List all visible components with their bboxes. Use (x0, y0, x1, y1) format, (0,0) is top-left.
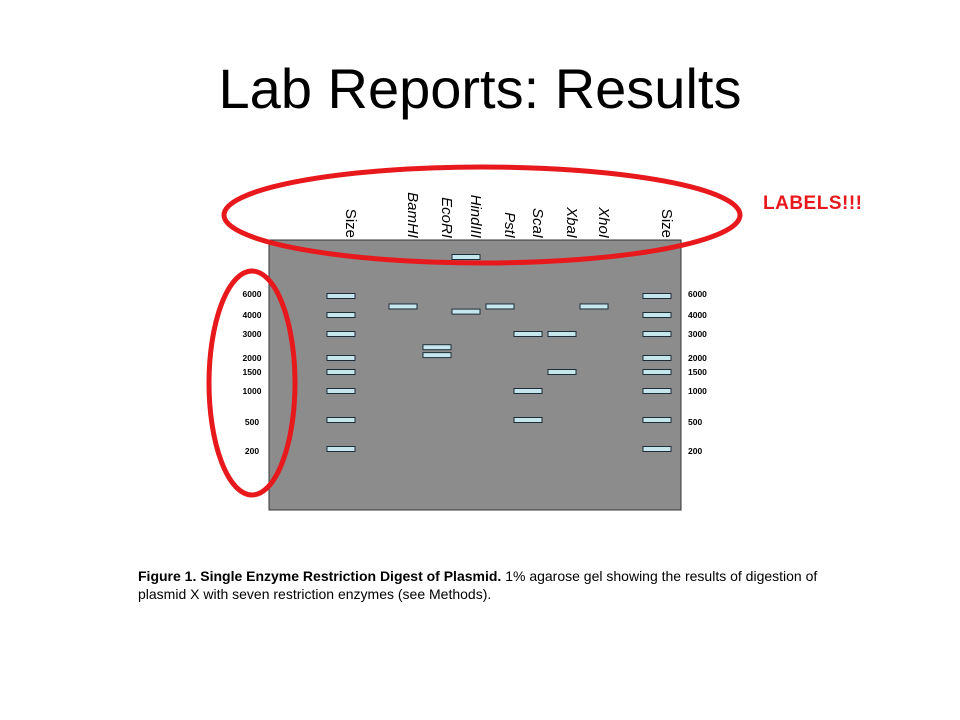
right-marker-label: 4000 (688, 310, 707, 320)
band-ecori (422, 344, 452, 351)
lane-label-scai: ScaI (529, 208, 546, 238)
band-scai (513, 388, 543, 394)
band-size_right (642, 293, 672, 299)
left-marker-label: 1500 (243, 367, 262, 377)
band-size_right (642, 312, 672, 318)
slide-title: Lab Reports: Results (218, 57, 742, 120)
band-size (326, 369, 356, 375)
band-size (326, 417, 356, 423)
band-scai (513, 417, 543, 423)
lane-labels: Size BamHI EcoRI HindIII PstI ScaI XbaI XhoI Siz… (342, 192, 675, 238)
right-marker-label: 2000 (688, 353, 707, 363)
left-marker-label: 6000 (243, 289, 262, 299)
band-size (326, 293, 356, 299)
band-size_right (642, 388, 672, 394)
lane-label-size: Size (658, 209, 675, 238)
left-marker-labels: 6000 4000 3000 2000 1500 1000 500 200 (243, 289, 262, 456)
gel-bands (326, 254, 672, 452)
band-ecori (422, 352, 452, 359)
labels-callout: LABELS!!! (763, 193, 863, 214)
band-size (326, 331, 356, 337)
right-marker-label: 3000 (688, 329, 707, 339)
lane-label-xbai: XbaI (563, 206, 580, 238)
marker-highlight-ellipse (206, 268, 298, 498)
band-bamhi (388, 303, 418, 310)
band-size_right (642, 331, 672, 337)
right-marker-label: 200 (688, 446, 702, 456)
band-size (326, 388, 356, 394)
band-size_right (642, 446, 672, 452)
band-hindiii (451, 308, 481, 315)
band-scai (513, 331, 543, 337)
left-marker-label: 4000 (243, 310, 262, 320)
band-size (326, 446, 356, 452)
right-marker-label: 6000 (688, 289, 707, 299)
left-marker-label: 1000 (243, 386, 262, 396)
right-marker-labels: 6000 4000 3000 2000 1500 1000 500 200 (688, 289, 707, 456)
left-marker-label: 200 (245, 446, 259, 456)
band-xhoi (579, 303, 609, 310)
band-size_right (642, 417, 672, 423)
band-hindiii (451, 254, 481, 260)
label-highlight-ellipse (221, 164, 743, 266)
band-size_right (642, 355, 672, 361)
band-psti (485, 303, 515, 310)
right-marker-label: 1000 (688, 386, 707, 396)
left-marker-label: 500 (245, 417, 259, 427)
lane-label-size: Size (342, 209, 359, 238)
band-xbai (547, 369, 577, 375)
lane-label-hindiii: HindIII (467, 195, 484, 238)
caption-text: 1% agarose gel showing the results of di… (138, 568, 818, 602)
band-size_right (642, 369, 672, 375)
lane-label-ecori: EcoRI (438, 197, 455, 238)
band-size (326, 355, 356, 361)
left-marker-label: 3000 (243, 329, 262, 339)
lane-label-psti: PstI (501, 212, 518, 238)
band-xbai (547, 331, 577, 337)
right-marker-label: 1500 (688, 367, 707, 377)
band-size (326, 312, 356, 318)
caption-title: Figure 1. Single Enzyme Restriction Dige… (138, 568, 502, 584)
right-marker-label: 500 (688, 417, 702, 427)
lane-label-bamhi: BamHI (404, 192, 421, 238)
figure-caption: Figure 1. Single Enzyme Restriction Dige… (138, 567, 838, 603)
lane-label-xhoi: XhoI (595, 206, 612, 238)
left-marker-label: 2000 (243, 353, 262, 363)
